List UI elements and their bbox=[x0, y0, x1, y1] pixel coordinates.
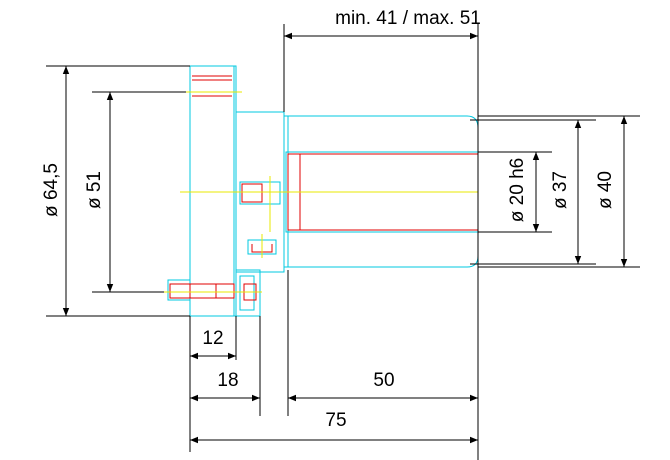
label-top-range: min. 41 / max. 51 bbox=[335, 8, 481, 29]
label-shaft-diameter: ø 20 h6 bbox=[507, 158, 528, 222]
section-lines bbox=[169, 75, 479, 301]
label-bolt-circle-diameter: ø 51 bbox=[84, 171, 105, 209]
lower-screw bbox=[243, 283, 257, 301]
center-lines bbox=[162, 91, 478, 293]
pin bbox=[239, 181, 281, 205]
dimension-lines bbox=[46, 24, 640, 460]
part-outline bbox=[167, 65, 479, 317]
label-flange-to-shaft: 18 bbox=[217, 370, 238, 391]
flange bbox=[189, 65, 237, 317]
label-body-inner-diameter: ø 37 bbox=[550, 171, 571, 209]
bolt-section bbox=[169, 283, 235, 299]
label-overall-length: 75 bbox=[325, 410, 346, 431]
label-body-length: 50 bbox=[373, 370, 394, 391]
lower-block bbox=[235, 269, 261, 317]
label-body-outer-diameter: ø 40 bbox=[595, 171, 616, 209]
label-flange-thickness: 12 bbox=[202, 328, 223, 349]
lower-block-inner bbox=[239, 275, 255, 311]
dimension-labels: min. 41 / max. 51 ø 64,5 ø 51 ø 20 h6 ø … bbox=[41, 8, 616, 431]
bolt-head bbox=[167, 279, 191, 301]
pin-section bbox=[241, 183, 263, 203]
label-flange-outer-diameter: ø 64,5 bbox=[41, 163, 62, 217]
